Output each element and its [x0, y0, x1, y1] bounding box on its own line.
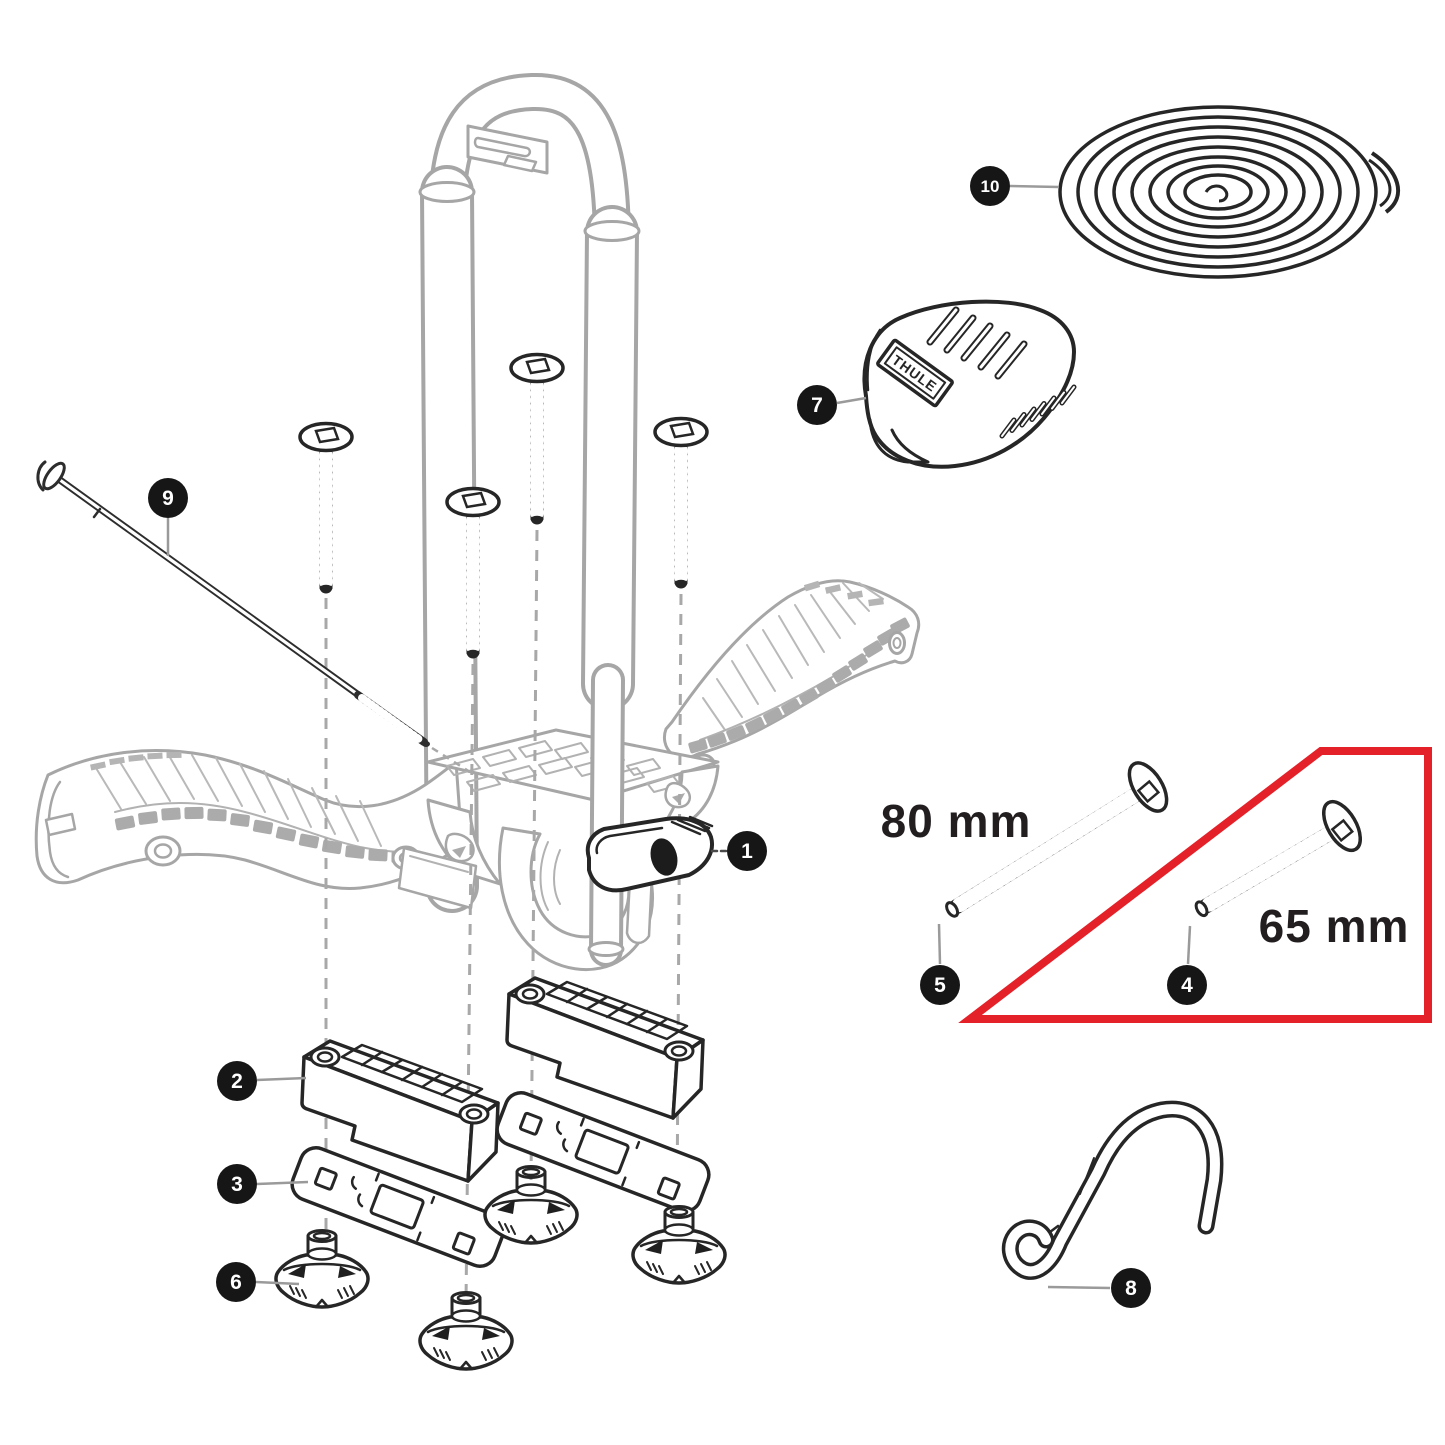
strap-hook	[1001, 1100, 1224, 1280]
callout-5: 5	[920, 965, 960, 1005]
callout-9: 9	[148, 478, 188, 518]
dimension-label-65mm: 65 mm	[1258, 900, 1410, 952]
bolt-icon	[511, 355, 563, 523]
wing-nut-icon	[631, 1204, 727, 1285]
wing-nut-icon	[483, 1164, 579, 1245]
callout-10: 10	[970, 166, 1010, 206]
bolt-icon	[300, 424, 352, 592]
wing-nut-icon	[418, 1290, 514, 1371]
bolt-icon	[655, 419, 707, 587]
spacer-block-right	[505, 976, 705, 1120]
dimension-label-80mm: 80 mm	[880, 795, 1032, 847]
callout-6: 6	[216, 1262, 256, 1302]
leader-lines	[166, 184, 1192, 1290]
spacer-block-left	[300, 1039, 500, 1183]
callout-8: 8	[1111, 1268, 1151, 1308]
callout-2: 2	[217, 1061, 257, 1101]
callout-4: 4	[1167, 965, 1207, 1005]
long-bolt-9	[36, 460, 430, 747]
sleeve-cap	[418, 181, 476, 203]
left-crossbar-pad	[34, 749, 464, 891]
tread-lines	[702, 582, 884, 731]
strap-bracket-icon	[466, 124, 549, 175]
tread-lines	[95, 753, 382, 847]
mounting-bolts	[300, 355, 707, 657]
wing-nut-icon	[274, 1228, 370, 1309]
highlight-frame	[958, 747, 1432, 1023]
callout-3: 3	[217, 1164, 257, 1204]
right-leg-tube	[581, 205, 641, 967]
knob-cover: THULE	[862, 299, 1077, 469]
grip-strips	[688, 580, 910, 754]
callout-1: 1	[727, 831, 767, 871]
strap-roll	[1058, 105, 1401, 279]
locking-knob	[585, 815, 728, 893]
right-crossbar-pad	[662, 579, 921, 775]
grip-strips	[90, 751, 411, 864]
callout-7: 7	[797, 385, 837, 425]
